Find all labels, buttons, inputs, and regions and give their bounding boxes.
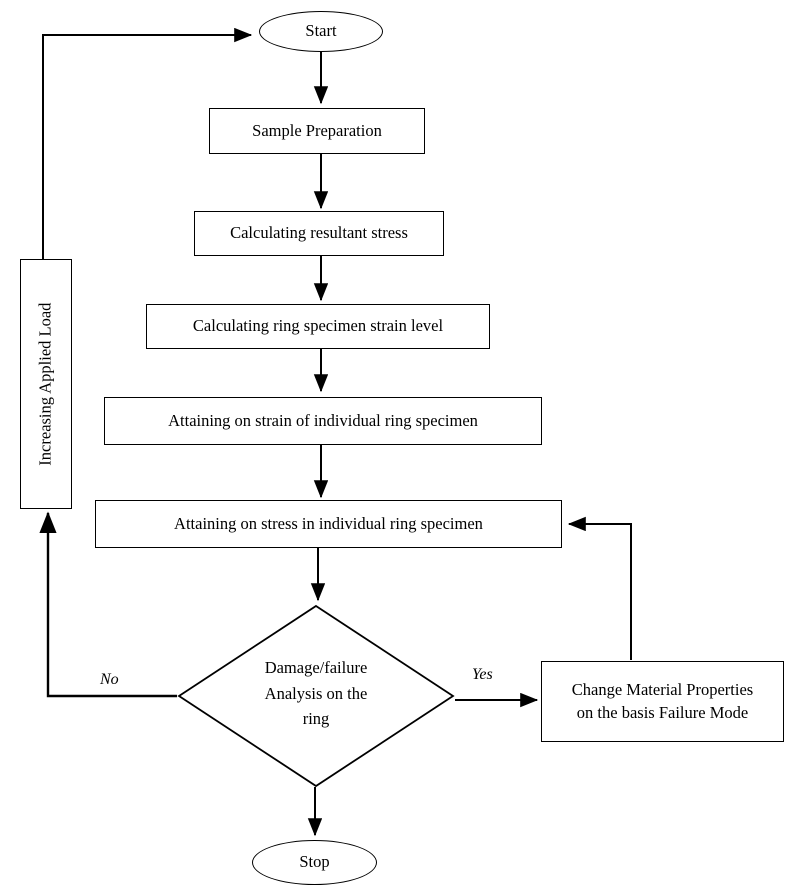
edge-label-no: No	[100, 671, 119, 688]
node-calculating-resultant-stress-label: Calculating resultant stress	[230, 223, 408, 243]
node-change-material-line2: on the basis Failure Mode	[576, 702, 749, 722]
node-attaining-stress-label: Attaining on stress in individual ring s…	[174, 513, 483, 533]
node-decision-line2: Analysis on the	[264, 683, 368, 703]
node-decision-line3: ring	[302, 709, 330, 729]
node-change-material[interactable]: Change Material Properties on the basis …	[541, 661, 784, 742]
node-sample-preparation-label: Sample Preparation	[252, 120, 382, 140]
node-stop[interactable]: Stop	[252, 840, 377, 885]
decision-diamond-shape	[177, 604, 455, 788]
node-start[interactable]: Start	[259, 11, 383, 52]
node-sample-preparation[interactable]: Sample Preparation	[209, 108, 425, 154]
edge-label-yes: Yes	[472, 666, 493, 683]
node-attaining-strain-label: Attaining on strain of individual ring s…	[168, 410, 478, 430]
node-calculating-resultant-stress[interactable]: Calculating resultant stress	[194, 211, 444, 256]
node-increasing-applied-load-label: Increasing Applied Load	[35, 302, 55, 466]
node-calculating-strain-level-label: Calculating ring specimen strain level	[192, 316, 444, 336]
node-start-label: Start	[305, 21, 337, 41]
node-attaining-strain[interactable]: Attaining on strain of individual ring s…	[104, 397, 542, 445]
node-calculating-strain-level[interactable]: Calculating ring specimen strain level	[146, 304, 490, 349]
node-decision-text: Damage/failure Analysis on the ring	[177, 655, 455, 732]
node-stop-label: Stop	[299, 852, 330, 872]
edge-change-material-feedback	[567, 516, 632, 660]
node-decision[interactable]: Damage/failure Analysis on the ring	[177, 604, 455, 788]
node-change-material-line1: Change Material Properties	[571, 680, 754, 700]
node-increasing-applied-load[interactable]: Increasing Applied Load	[20, 259, 72, 509]
node-decision-line1: Damage/failure	[264, 658, 368, 677]
node-attaining-stress[interactable]: Attaining on stress in individual ring s…	[95, 500, 562, 548]
